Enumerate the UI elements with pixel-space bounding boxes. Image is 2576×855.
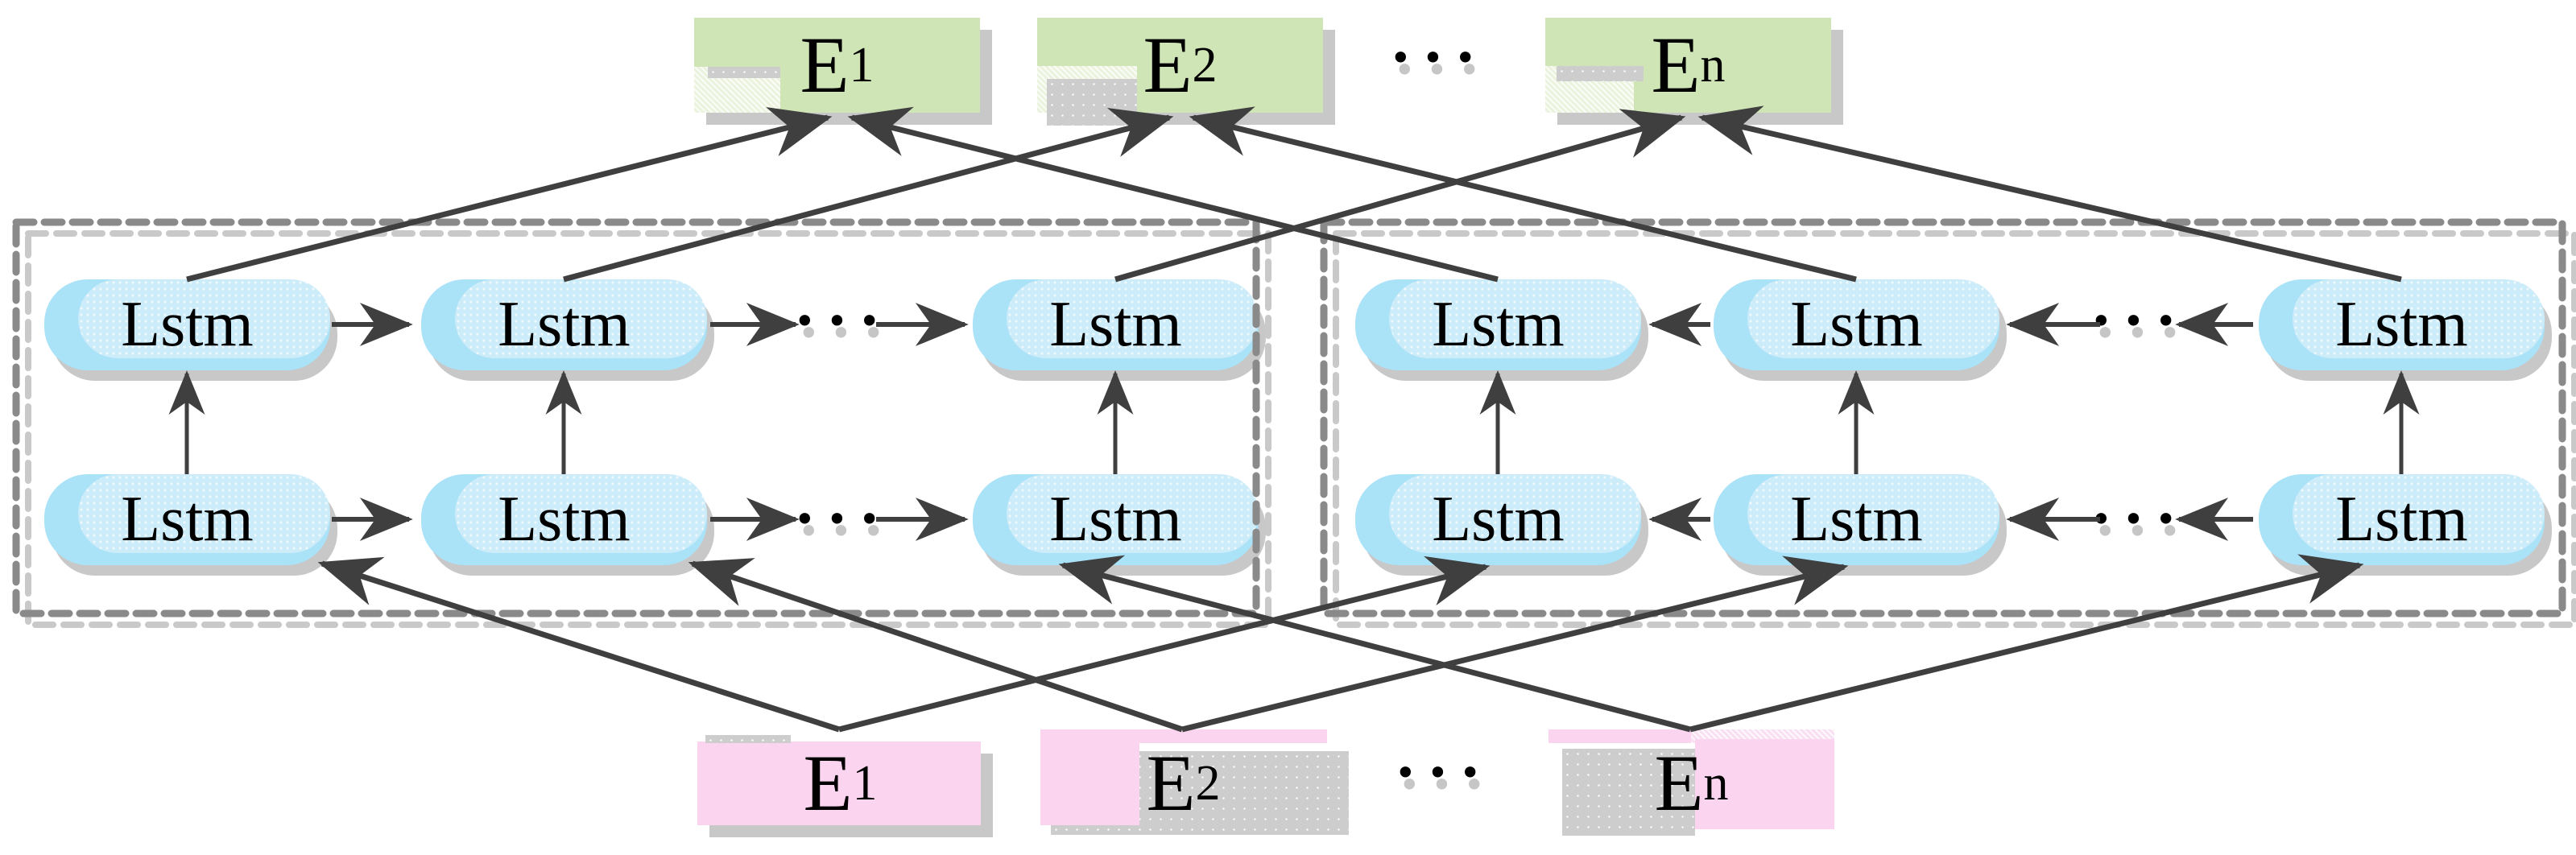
output-connectors bbox=[186, 105, 2402, 283]
backward-lstm-bottom-n: Lstm bbox=[2259, 474, 2545, 565]
label-sub: 2 bbox=[1192, 38, 1218, 93]
vertical-connectors bbox=[168, 370, 2420, 474]
backward-lstm-top-n: Lstm bbox=[2259, 279, 2545, 370]
label-base: E bbox=[1651, 20, 1701, 109]
backward-bottom-ellipsis: ••• bbox=[2090, 498, 2188, 541]
pink-square bbox=[1695, 739, 1834, 829]
forward-top-ellipsis: ••• bbox=[793, 299, 891, 343]
pink-strip bbox=[1548, 729, 1691, 743]
input-connectors bbox=[317, 554, 2364, 733]
label-base: E bbox=[1654, 738, 1704, 828]
forward-lstm-bottom-2: Lstm bbox=[421, 474, 707, 565]
backward-lstm-bottom-1: Lstm bbox=[1355, 474, 1641, 565]
label-base: E bbox=[1143, 20, 1193, 109]
backward-lstm-bottom-2: Lstm bbox=[1714, 474, 1999, 565]
forward-lstm-bottom-1: Lstm bbox=[44, 474, 330, 565]
label-sub: 1 bbox=[849, 38, 875, 93]
label-base: E bbox=[803, 738, 853, 828]
gray-patch bbox=[1562, 749, 1695, 836]
label-sub: 2 bbox=[1195, 756, 1221, 811]
output-ellipsis: ••• bbox=[1389, 36, 1487, 80]
backward-top-ellipsis: ••• bbox=[2090, 299, 2188, 343]
label-sub: n bbox=[1700, 38, 1726, 93]
pink-box bbox=[697, 741, 981, 825]
forward-lstm-top-1: Lstm bbox=[44, 279, 330, 370]
forward-lstm-bottom-n: Lstm bbox=[973, 474, 1259, 565]
backward-lstm-top-2: Lstm bbox=[1714, 279, 1999, 370]
backward-lstm-top-1: Lstm bbox=[1355, 279, 1641, 370]
gray-patch bbox=[705, 735, 791, 743]
label-base: E bbox=[800, 20, 850, 109]
input-ellipsis: ••• bbox=[1394, 751, 1492, 795]
label-base: E bbox=[1146, 738, 1196, 828]
gray-patch bbox=[1557, 66, 1644, 81]
gray-patch bbox=[708, 67, 780, 78]
forward-lstm-top-2: Lstm bbox=[421, 279, 707, 370]
pink-square bbox=[1040, 731, 1139, 825]
label-sub: n bbox=[1703, 756, 1729, 811]
label-sub: 1 bbox=[852, 756, 878, 811]
pink-strip bbox=[1040, 729, 1327, 743]
forward-lstm-top-n: Lstm bbox=[973, 279, 1259, 370]
forward-bottom-ellipsis: ••• bbox=[793, 498, 891, 541]
